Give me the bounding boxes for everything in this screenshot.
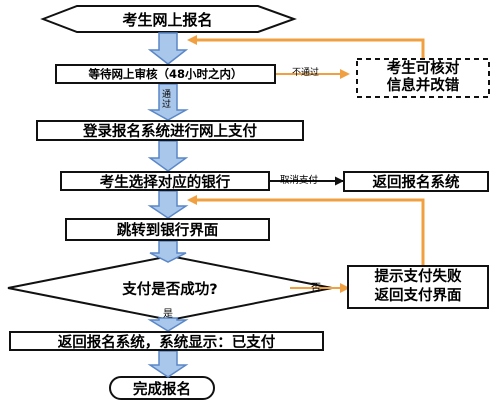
pay-fail-node: 提示支付失败 返回支付界面 <box>347 265 489 309</box>
return-system-node: 返回报名系统 <box>343 171 489 192</box>
modify-info-node: 考生可核对 信息并改错 <box>359 61 487 95</box>
modify-info-line1: 考生可核对 <box>386 61 460 77</box>
return-fail-to-bank-line <box>187 195 425 267</box>
flow-arrow-1 <box>147 32 189 65</box>
flow-arrow-4 <box>147 190 189 219</box>
flow-arrow-7 <box>147 350 189 378</box>
return-modify-to-review-line <box>187 35 425 58</box>
select-bank-node: 考生选择对应的银行 <box>60 171 270 191</box>
modify-info-line2: 信息并改错 <box>386 78 460 94</box>
complete-node-shape <box>109 376 215 400</box>
main-flow-arrows <box>147 32 189 378</box>
pay-fail-line2: 返回支付界面 <box>374 288 462 304</box>
start-node-shape <box>40 5 297 33</box>
jump-bank-node: 跳转到银行界面 <box>65 218 270 241</box>
no-label: 否 <box>311 283 321 294</box>
wait-review-node: 等待网上审核（48小时之内） <box>55 64 276 84</box>
decision-node: 支付是否成功? <box>122 281 218 298</box>
complete-node: 完成报名 <box>133 381 191 398</box>
flow-arrow-3 <box>147 140 189 172</box>
yes-label: 是 <box>163 309 173 320</box>
login-pay-node: 登录报名系统进行网上支付 <box>36 120 304 141</box>
start-node: 考生网上报名 <box>122 10 213 29</box>
flow-arrow-6 <box>147 317 189 332</box>
flow-arrow-2 <box>147 83 189 121</box>
paid-display-node: 返回报名系统，系统显示：已支付 <box>9 331 324 351</box>
modify-info-dashed-border <box>356 58 490 98</box>
flow-arrow-5 <box>149 240 187 263</box>
cancel-pay-label: 取消支付 <box>280 175 319 186</box>
pay-fail-line1: 提示支付失败 <box>374 269 462 285</box>
passed-label: 通过 <box>161 90 171 110</box>
not-passed-label: 不通过 <box>292 68 320 78</box>
